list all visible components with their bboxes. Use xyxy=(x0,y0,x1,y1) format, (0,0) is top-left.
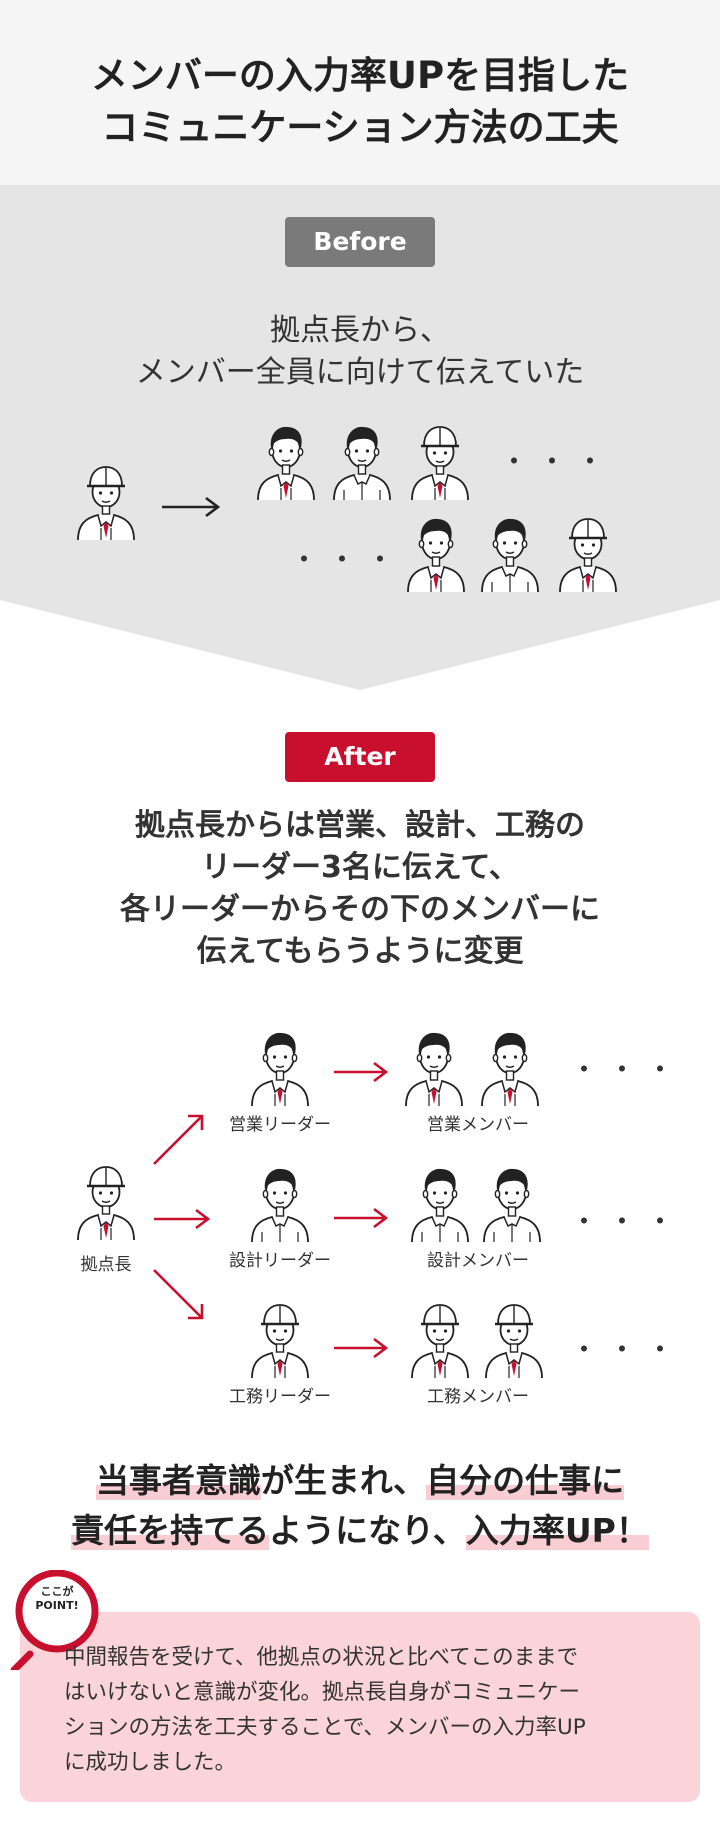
arrow-right-red-icon xyxy=(334,1061,389,1083)
after-text-line-2: リーダー3名に伝えて、 xyxy=(201,850,519,885)
result-highlight: 自分の仕事に xyxy=(426,1461,625,1500)
after-text-line-4: 伝えてもらうように変更 xyxy=(196,934,524,969)
member-helmet-icon xyxy=(556,512,620,594)
construction-leader-label: 工務リーダー xyxy=(229,1387,331,1407)
sales-member-icon xyxy=(478,1026,542,1108)
sales-member-icon xyxy=(402,1026,466,1108)
title-line-2: コミュニケーション方法の工夫 xyxy=(101,106,619,149)
header-band xyxy=(0,0,720,185)
sales-leader-icon xyxy=(248,1026,312,1108)
member-shirt-icon xyxy=(478,512,542,594)
design-leader-icon xyxy=(248,1162,312,1244)
before-badge: Before xyxy=(285,217,435,267)
point-badge-label: ここが POINT! xyxy=(26,1585,88,1613)
result-text: が生まれ、 xyxy=(260,1461,427,1500)
member-shirt-icon xyxy=(330,420,394,502)
result-line-1: 当事者意識が生まれ、自分の仕事に xyxy=(0,1456,720,1506)
after-badge: After xyxy=(285,732,435,782)
arrow-right-red-icon xyxy=(154,1208,211,1230)
point-description: 中間報告を受けて、他拠点の状況と比べてこのままで はいけないと意識が変化。拠点長… xyxy=(64,1640,672,1780)
design-member-icon xyxy=(480,1162,544,1244)
point-badge-line-2: POINT! xyxy=(35,1599,79,1612)
before-dots-top: ・・・ xyxy=(500,445,615,478)
title-line-1: メンバーの入力率UPを目指した xyxy=(90,54,630,97)
point-line-2: はいけないと意識が変化。拠点長自身がコミュニケー xyxy=(64,1680,581,1705)
result-text: ようになり、 xyxy=(269,1511,466,1550)
construction-leader-icon xyxy=(248,1298,312,1380)
result-line-2: 責任を持てるようになり、入力率UP！ xyxy=(0,1506,720,1556)
result-statement: 当事者意識が生まれ、自分の仕事に 責任を持てるようになり、入力率UP！ xyxy=(0,1456,720,1556)
arrow-right-icon xyxy=(162,496,221,518)
construction-members-label: 工務メンバー xyxy=(427,1387,529,1407)
member-helmet-icon xyxy=(408,420,472,502)
design-leader-label: 設計リーダー xyxy=(229,1251,331,1271)
point-line-4: に成功しました。 xyxy=(64,1750,237,1775)
chief-label: 拠点長 xyxy=(80,1255,132,1275)
before-text-line-1: 拠点長から、 xyxy=(270,313,450,348)
arrow-right-red-icon xyxy=(334,1337,389,1359)
result-highlight: 責任を持てる xyxy=(71,1511,270,1550)
chief-helmet-icon xyxy=(74,460,138,542)
before-dots-bottom: ・・・ xyxy=(290,543,405,576)
member-suit-icon xyxy=(254,420,318,502)
point-badge-line-1: ここが xyxy=(40,1585,74,1598)
design-dots: ・・・ xyxy=(570,1205,685,1238)
construction-member-icon xyxy=(482,1298,546,1380)
arrow-right-red-icon xyxy=(334,1207,389,1229)
before-text-line-2: メンバー全員に向けて伝えていた xyxy=(135,355,585,390)
construction-dots: ・・・ xyxy=(570,1333,685,1366)
sales-members-label: 営業メンバー xyxy=(427,1115,529,1135)
point-box xyxy=(20,1612,700,1802)
member-suit-icon xyxy=(404,512,468,594)
sales-leader-label: 営業リーダー xyxy=(229,1115,331,1135)
chief-helmet-icon xyxy=(74,1160,138,1242)
construction-member-icon xyxy=(408,1298,472,1380)
point-line-3: ションの方法を工夫することで、メンバーの入力率UP xyxy=(64,1715,586,1740)
after-text-line-3: 各リーダーからその下のメンバーに xyxy=(120,892,600,927)
point-line-1: 中間報告を受けて、他拠点の状況と比べてこのままで xyxy=(64,1645,579,1670)
arrow-down-right-icon xyxy=(153,1269,204,1320)
after-description: 拠点長からは営業、設計、工務の リーダー3名に伝えて、 各リーダーからその下のメ… xyxy=(0,805,720,973)
result-highlight: 当事者意識 xyxy=(95,1461,261,1500)
design-member-icon xyxy=(408,1162,472,1244)
sales-dots: ・・・ xyxy=(570,1053,685,1086)
magnifier-icon xyxy=(10,1570,99,1670)
after-text-line-1: 拠点長からは営業、設計、工務の xyxy=(135,808,585,843)
page-title: メンバーの入力率UPを目指した コミュニケーション方法の工夫 xyxy=(0,50,720,154)
before-description: 拠点長から、 メンバー全員に向けて伝えていた xyxy=(0,310,720,394)
result-highlight: 入力率UP！ xyxy=(465,1511,649,1550)
design-members-label: 設計メンバー xyxy=(427,1251,529,1271)
arrow-up-right-icon xyxy=(153,1114,204,1165)
